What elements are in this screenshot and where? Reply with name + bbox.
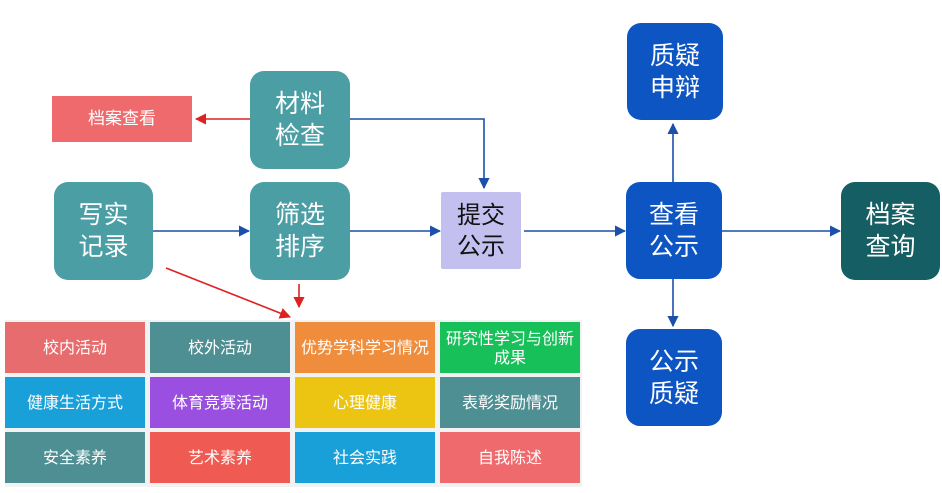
material-check-box: 材料 检查 — [250, 71, 350, 169]
record-line-1: 写实 — [78, 200, 129, 229]
view-public-line-2: 公示 — [648, 231, 699, 261]
filter-sort-line-1: 筛选 — [274, 200, 325, 229]
category-cell: 体育竞赛活动 — [150, 377, 290, 428]
category-cell: 心理健康 — [295, 377, 435, 428]
arrow-record-to-categories — [165, 267, 292, 319]
category-cell: 优势学科学习情况 — [295, 322, 435, 373]
view-public-box: 查看 公示 — [626, 182, 722, 279]
category-cell: 健康生活方式 — [5, 377, 145, 428]
public-question-box: 公示 质疑 — [626, 329, 722, 426]
category-cell: 表彰奖励情况 — [440, 377, 580, 428]
appeal-box: 质疑 申辩 — [627, 23, 723, 120]
category-cell: 自我陈述 — [440, 432, 580, 483]
category-grid: 校内活动校外活动优势学科学习情况研究性学习与创新成果健康生活方式体育竞赛活动心理… — [5, 320, 582, 487]
filter-sort-line-2: 排序 — [274, 232, 325, 261]
filter-sort-box: 筛选 排序 — [250, 182, 350, 280]
archive-view-label: 档案查看 — [88, 109, 156, 129]
record-line-2: 记录 — [78, 232, 129, 261]
submit-public-box: 提交 公示 — [441, 192, 521, 269]
material-check-line-1: 材料 — [274, 89, 325, 118]
archive-query-line-2: 查询 — [865, 232, 916, 261]
submit-public-line-1: 提交 — [457, 200, 505, 229]
archive-query-line-1: 档案 — [865, 200, 916, 229]
category-cell: 校外活动 — [150, 322, 290, 373]
material-check-line-2: 检查 — [274, 121, 325, 150]
category-cell: 研究性学习与创新成果 — [440, 322, 580, 373]
arrow-check-to-submit — [350, 118, 490, 190]
archive-view-box: 档案查看 — [52, 96, 192, 142]
public-question-line-2: 质疑 — [648, 378, 699, 408]
category-cell: 校内活动 — [5, 322, 145, 373]
appeal-line-1: 质疑 — [649, 40, 700, 70]
view-public-line-1: 查看 — [648, 199, 699, 229]
category-cell: 安全素养 — [5, 432, 145, 483]
public-question-line-1: 公示 — [648, 346, 699, 376]
category-cell: 艺术素养 — [150, 432, 290, 483]
archive-query-box: 档案 查询 — [841, 182, 940, 280]
record-box: 写实 记录 — [54, 182, 153, 280]
submit-public-line-2: 公示 — [457, 231, 505, 260]
appeal-line-2: 申辩 — [649, 72, 700, 102]
category-cell: 社会实践 — [295, 432, 435, 483]
